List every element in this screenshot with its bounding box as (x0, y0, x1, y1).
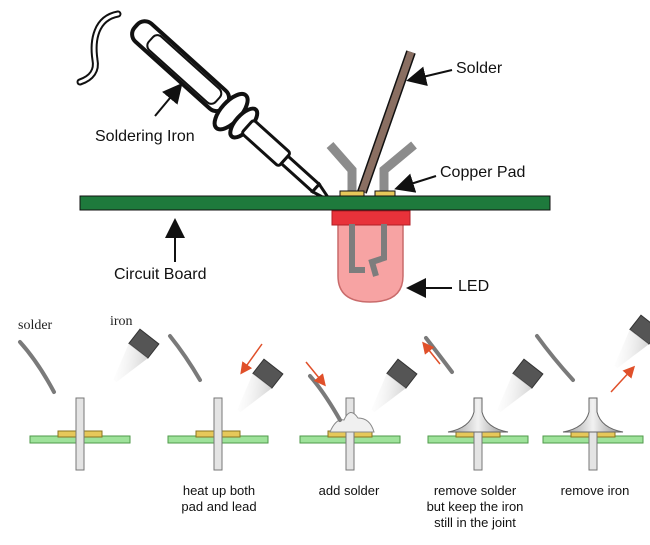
arrow-soldering-iron (154, 82, 183, 117)
caption-line: remove iron (560, 483, 630, 498)
caption-line: pad and lead (181, 499, 257, 514)
arrow-copper-pad (394, 173, 437, 193)
small-solder-wire (18, 340, 56, 394)
small-solder-wire (308, 374, 342, 422)
soldering-iron (130, 19, 332, 203)
caption-line: still in the joint (434, 515, 516, 530)
component-lead-front (213, 397, 223, 471)
arrow-solder (406, 66, 453, 87)
solder-joint (562, 397, 624, 433)
small-iron-tip (113, 343, 148, 382)
caption-line: add solder (318, 483, 380, 498)
motion-arrow (610, 365, 636, 393)
label-soldering-iron: Soldering Iron (95, 128, 195, 145)
caption-line: remove solder (433, 483, 517, 498)
step-caption-5: remove iron (530, 483, 650, 499)
small-iron-tip (371, 373, 406, 412)
step-2 (167, 334, 284, 471)
step-1 (18, 328, 160, 471)
label-small-solder: solder (18, 318, 53, 333)
small-iron-handle (512, 358, 544, 389)
step-caption-4: remove solder but keep the iron still in… (410, 483, 540, 531)
step-caption-2: heat up both pad and lead (154, 483, 284, 515)
step-caption-3: add solder (284, 483, 414, 499)
caption-line: heat up both (182, 483, 256, 498)
circuit-board (79, 195, 551, 211)
led-lead-right (379, 141, 417, 195)
small-solder-wire (535, 334, 575, 382)
small-iron (371, 358, 418, 412)
step-4 (422, 336, 544, 471)
led-base (331, 210, 411, 226)
solder-blob (329, 412, 375, 433)
small-iron (614, 314, 650, 368)
label-copper-pad: Copper Pad (440, 164, 526, 181)
small-solder-wire (168, 334, 202, 382)
steps-layer (18, 314, 650, 471)
led-lead-left (326, 142, 357, 195)
step-3 (299, 358, 418, 471)
label-circuit-board: Circuit Board (114, 266, 207, 283)
label-solder: Solder (456, 60, 503, 77)
caption-line: but keep the iron (426, 499, 524, 514)
small-iron-tip (237, 373, 272, 412)
motion-arrow (305, 361, 326, 387)
motion-arrow (240, 343, 263, 375)
label-led: LED (458, 278, 490, 295)
solder-joint (447, 397, 509, 433)
small-iron (113, 328, 160, 382)
small-solder-wire (424, 336, 454, 374)
component-lead-front (75, 397, 85, 471)
small-iron (497, 358, 544, 412)
motion-arrow (422, 341, 441, 365)
small-iron-tip (497, 373, 532, 412)
component-lead-front (345, 397, 355, 471)
small-iron-tip (614, 329, 649, 368)
step-5 (535, 314, 650, 471)
small-iron-handle (629, 314, 650, 345)
label-small-iron: iron (110, 314, 133, 329)
small-iron (237, 358, 284, 412)
